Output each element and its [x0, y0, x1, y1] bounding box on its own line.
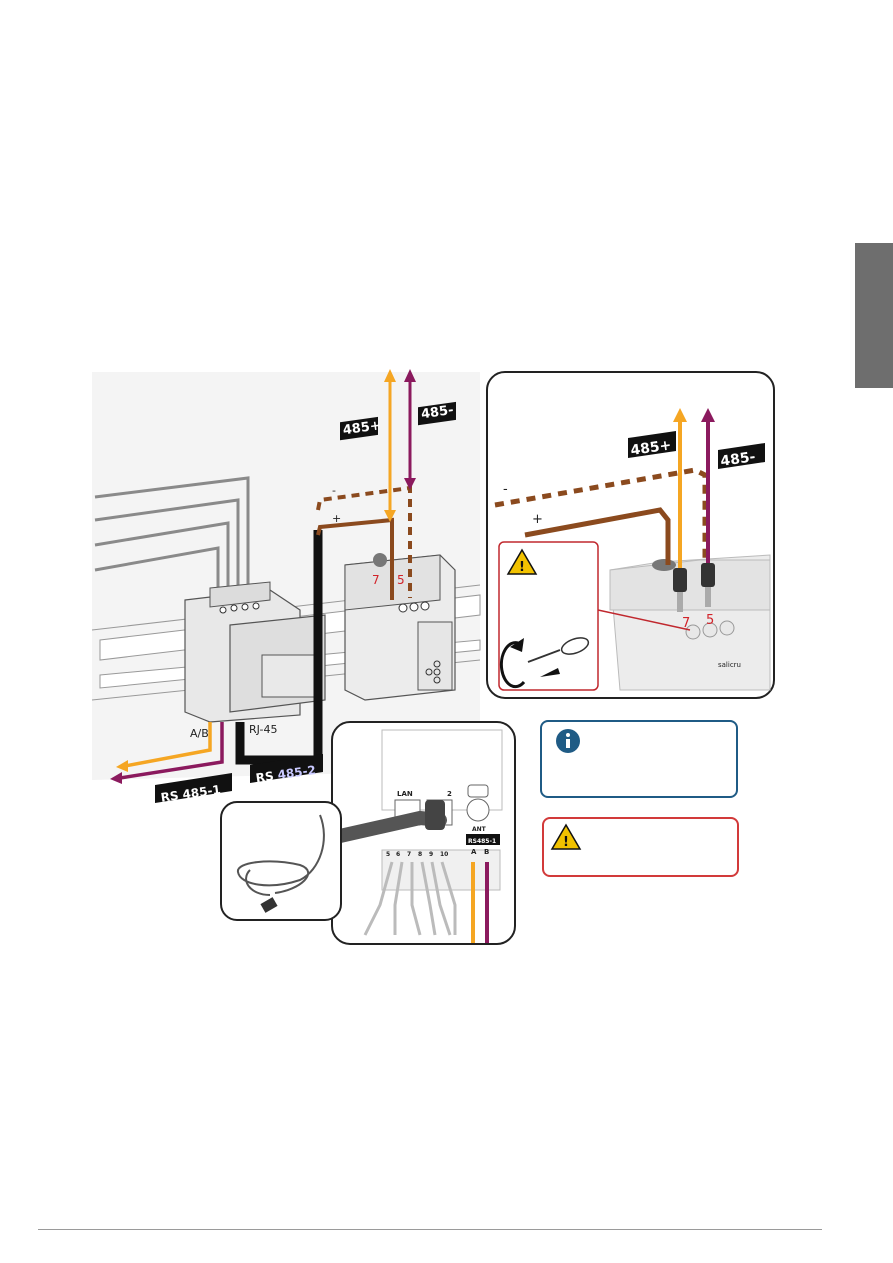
lan-label: LAN: [397, 790, 413, 798]
info-note-box: [540, 720, 738, 798]
plus-label: +: [332, 512, 341, 525]
tag-rs485-1: [155, 773, 232, 803]
svg-text:!: !: [519, 560, 525, 575]
info-icon: [556, 729, 580, 753]
ab-label: A/B: [190, 727, 209, 740]
warning-note-icon: !: [550, 823, 582, 850]
terminal-7-label: 7: [372, 573, 380, 587]
pin-6: 6: [396, 851, 400, 858]
warning-note-box: [542, 817, 739, 877]
section-tab: [855, 243, 893, 388]
tag-rs485-2: [250, 754, 323, 783]
rs485-bus: [316, 485, 412, 600]
pin-10: 10: [440, 851, 448, 858]
bus-arrows: [384, 369, 416, 522]
field-wires: [94, 476, 250, 606]
energy-meter: [184, 581, 326, 723]
label-485-minus: 485-: [420, 403, 454, 422]
detail-tag-485-minus: [718, 443, 765, 469]
detail-plus-label: +: [532, 512, 543, 527]
port-2-label: 2: [447, 790, 452, 798]
warning-icon: !: [506, 548, 538, 575]
detail-minus-label: -: [503, 482, 508, 497]
detail-box-ports: [331, 721, 516, 945]
pin-7: 7: [407, 851, 411, 858]
terminal-5-label: 5: [397, 573, 405, 587]
rj45-label: RJ-45: [249, 723, 277, 736]
detail-tag-485-plus: [628, 431, 676, 458]
footer-rule: [38, 1229, 822, 1230]
rs485-1-arrows: [110, 722, 224, 784]
rj45-cable: [235, 530, 323, 765]
tag-485-minus: [418, 401, 456, 426]
rs485-1-small-label: RS485-1: [468, 838, 496, 845]
pin-9: 9: [429, 851, 433, 858]
ant-label: ANT: [472, 826, 487, 833]
pin-8: 8: [418, 851, 422, 858]
detail-label-485-plus: 485+: [630, 437, 673, 459]
detail-brand: salicru: [718, 661, 741, 669]
detail-label-485-minus: 485-: [720, 449, 757, 470]
screwdriver-icon: [527, 637, 590, 677]
svg-text:!: !: [563, 835, 569, 850]
tag-485-plus: [340, 416, 378, 441]
label-485-plus: 485+: [342, 418, 382, 438]
detail-box-cable: [220, 801, 342, 921]
pin-5: 5: [386, 851, 390, 858]
a-label: A: [471, 848, 477, 856]
detail-terminal-5: 5: [706, 613, 714, 628]
rotate-arrow-icon: [499, 638, 526, 689]
label-rs485-2: RS 485-2: [255, 763, 317, 785]
minus-label: -: [332, 484, 336, 497]
detail-terminal-7: 7: [682, 616, 690, 631]
b-label: B: [484, 848, 489, 856]
